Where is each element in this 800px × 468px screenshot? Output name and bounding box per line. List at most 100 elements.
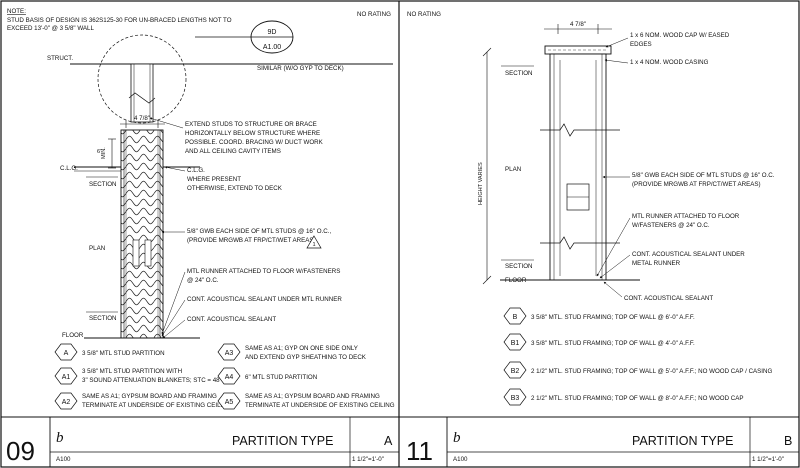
section-label-upper: SECTION [505, 70, 533, 77]
section-label-lower: SECTION [505, 263, 533, 270]
width-dimension: 4 7/8" [570, 21, 586, 28]
svg-text:3 5/8" MTL STUD PARTITION: 3 5/8" MTL STUD PARTITION [82, 350, 165, 357]
svg-text:SAME AS A1; GYPSUM BOARD AND F: SAME AS A1; GYPSUM BOARD AND FRAMING [245, 393, 380, 400]
note-extend-2: HORIZONTALLY BELOW STRUCTURE WHERE [185, 130, 320, 137]
callout-top: 9D [268, 29, 277, 36]
left-detail: NOTE: STUD BASIS OF DESIGN IS 362S125-30… [1, 8, 399, 467]
detail-number: 09 [6, 436, 35, 466]
revision-triangle [306, 235, 322, 249]
svg-text:B2: B2 [511, 368, 520, 375]
detail-scale: 1 1/2"=1'-0" [352, 456, 384, 463]
sheet-number: A100 [453, 456, 468, 463]
insulated-wall [120, 129, 164, 339]
note-gwb-2: (PROVIDE MRGWB AT FRP/CT/WET AREAS) [632, 181, 761, 188]
svg-text:TERMINATE AT UNDERSIDE OF EXIS: TERMINATE AT UNDERSIDE OF EXISTING CEILI… [82, 402, 232, 409]
legend-a5: A5 SAME AS A1; GYPSUM BOARD AND FRAMING … [217, 392, 395, 410]
legend-a2: A2 SAME AS A1; GYPSUM BOARD AND FRAMING … [54, 392, 232, 410]
legend-b3: B3 2 1/2" MTL. STUD FRAMING; TOP OF WALL… [503, 388, 744, 406]
svg-text:AND EXTEND GYP SHEATHING TO DE: AND EXTEND GYP SHEATHING TO DECK [245, 354, 367, 361]
note-cap-1: 1 x 6 NOM. WOOD CAP W/ EASED [630, 32, 730, 39]
note-sealant-under-1: CONT. ACOUSTICAL SEALANT UNDER [632, 251, 745, 258]
detail-letter: b [56, 430, 64, 446]
note-clg-3: OTHERWISE, EXTEND TO DECK [187, 185, 283, 192]
note-extend-1: EXTEND STUDS TO STRUCTURE OR BRACE [185, 121, 317, 128]
title-block-left: 09 b A100 PARTITION TYPE A 1 1/2"=1'-0" [1, 416, 399, 467]
detail-number: 11 [406, 436, 433, 466]
title-block-right: 11 b A100 PARTITION TYPE B 1 1/2"=1'-0" [399, 416, 799, 467]
svg-text:A1: A1 [62, 374, 71, 381]
plan-label: PLAN [505, 166, 521, 173]
legend-b: B 3 5/8" MTL. STUD FRAMING; TOP OF WALL … [503, 307, 695, 325]
rating-label: NO RATING [407, 11, 441, 18]
legend-b1: B1 3 5/8" MTL. STUD FRAMING; TOP OF WALL… [503, 333, 695, 351]
note-cap-2: EDGES [630, 41, 652, 48]
legend-a4: A4 6" MTL STUD PARTITION [217, 367, 317, 385]
svg-text:A2: A2 [62, 399, 71, 406]
callout-bottom: A1.00 [263, 44, 281, 51]
height-label: HEIGHT VARIES [478, 162, 484, 205]
partition-type: A [384, 434, 393, 448]
rating-label: NO RATING [357, 11, 391, 18]
legend-b2: B2 2 1/2" MTL. STUD FRAMING; TOP OF WALL… [503, 361, 772, 379]
note-gwb-1: 5/8" GWB EACH SIDE OF MTL STUDS @ 16" O.… [632, 172, 775, 179]
note-clg-2: WHERE PRESENT [187, 176, 241, 183]
note-runner-2: @ 24" O.C. [187, 277, 219, 284]
svg-text:B3: B3 [511, 395, 520, 402]
revision-tag: 1 [312, 242, 315, 248]
note-runner-2: W/FASTENERS @ 24" O.C. [632, 222, 710, 229]
right-detail: NO RATING 4 7/8" FLOOR HEIGHT VARIES SEC… [399, 11, 799, 467]
note-line-2: EXCEED 13'-0" @ 3 5/8" WALL [7, 25, 95, 32]
callout-note: SIMILAR (W/O GYP TO DECK) [257, 65, 344, 72]
plan-label: PLAN [89, 245, 105, 252]
struct-label: STRUCT. [47, 55, 73, 62]
note-clg-1: C.L.G. [187, 167, 205, 174]
note-sealant: CONT. ACOUSTICAL SEALANT [624, 295, 713, 302]
svg-text:A4: A4 [225, 374, 234, 381]
legend-a3: A3 SAME AS A1; GYP ON ONE SIDE ONLY AND … [217, 343, 367, 361]
svg-text:3" SOUND ATTENUATION BLANKETS;: 3" SOUND ATTENUATION BLANKETS; STC = 48 [82, 377, 220, 384]
svg-text:B: B [513, 314, 518, 321]
note-heading: NOTE: [7, 8, 26, 15]
partition-wall [549, 53, 607, 281]
section-label-lower: SECTION [89, 315, 117, 322]
svg-text:A3: A3 [225, 350, 234, 357]
note-casing: 1 x 4 NOM. WOOD CASING [630, 59, 709, 66]
svg-text:3 5/8" MTL STUD PARTITION WITH: 3 5/8" MTL STUD PARTITION WITH [82, 368, 182, 375]
partition-type: B [784, 434, 792, 448]
floor-label: FLOOR [505, 277, 527, 284]
detail-title: PARTITION TYPE [232, 434, 333, 448]
sheet-number: A100 [56, 456, 71, 463]
svg-text:6" MTL STUD PARTITION: 6" MTL STUD PARTITION [245, 374, 317, 381]
note-extend-3: POSSIBLE. COORD. BRACING W/ DUCT WORK [185, 139, 324, 146]
svg-text:SAME AS A1; GYPSUM BOARD AND F: SAME AS A1; GYPSUM BOARD AND FRAMING [82, 393, 217, 400]
section-label-upper: SECTION [89, 181, 117, 188]
floor-label: FLOOR [62, 332, 84, 339]
note-sealant-under-2: METAL RUNNER [632, 260, 681, 267]
svg-text:TERMINATE AT UNDERSIDE OF EXIS: TERMINATE AT UNDERSIDE OF EXISTING CEILI… [245, 402, 395, 409]
svg-text:2 1/2" MTL. STUD FRAMING; TOP: 2 1/2" MTL. STUD FRAMING; TOP OF WALL @ … [531, 395, 744, 402]
width-dimension: 4 7/8" [134, 115, 150, 122]
note-gwb-1: 5/8" GWB EACH SIDE OF MTL STUDS @ 16" O.… [187, 228, 331, 235]
svg-text:B1: B1 [511, 340, 520, 347]
detail-callout: 9D A1.00 SIMILAR (W/O GYP TO DECK) [195, 20, 344, 72]
note-runner-1: MTL RUNNER ATTACHED TO FLOOR [632, 213, 740, 220]
legend-a1: A1 3 5/8" MTL STUD PARTITION WITH 3" SOU… [54, 367, 220, 385]
svg-text:A5: A5 [225, 399, 234, 406]
note-sealant: CONT. ACOUSTICAL SEALANT [187, 316, 276, 323]
svg-text:2 1/2" MTL. STUD FRAMING; TOP: 2 1/2" MTL. STUD FRAMING; TOP OF WALL @ … [531, 368, 772, 375]
svg-text:A: A [64, 350, 69, 357]
clg-label: C.L.G. [60, 165, 78, 172]
svg-text:3 5/8" MTL. STUD FRAMING; TOP: 3 5/8" MTL. STUD FRAMING; TOP OF WALL @ … [531, 340, 695, 347]
detail-circle [97, 34, 187, 124]
min-value: 6" [97, 149, 102, 155]
note-runner-1: MTL RUNNER ATTACHED TO FLOOR W/FASTENERS [187, 268, 340, 275]
legend-a: A 3 5/8" MTL STUD PARTITION [54, 343, 165, 361]
min-label: MIN. [101, 147, 107, 159]
detail-letter: b [453, 430, 461, 446]
detail-scale: 1 1/2"=1'-0" [752, 456, 784, 463]
note-extend-4: AND ALL CEILING CAVITY ITEMS [185, 148, 281, 155]
note-sealant-under: CONT. ACOUSTICAL SEALANT UNDER MTL RUNNE… [187, 296, 342, 303]
note-gwb-2: (PROVIDE MRGWB AT FRP/CT/WET AREAS) [187, 237, 316, 244]
